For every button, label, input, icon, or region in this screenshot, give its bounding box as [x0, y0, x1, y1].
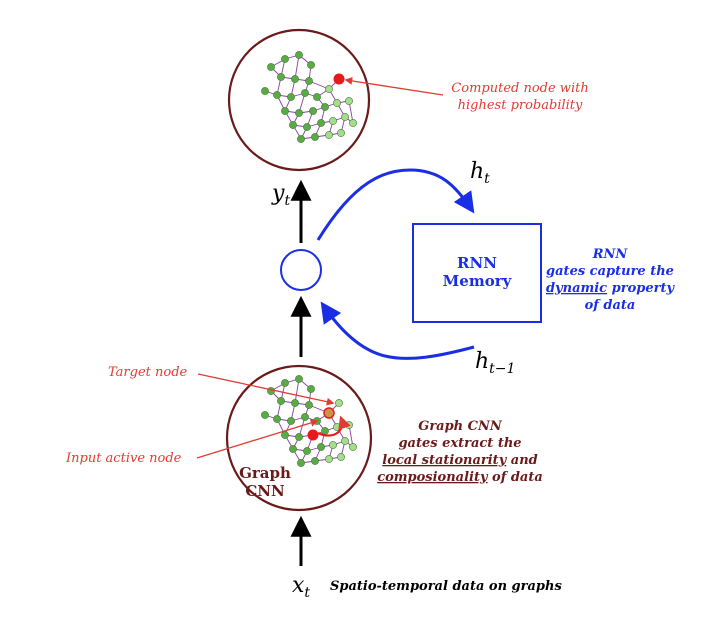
input-caption: Spatio-temporal data on graphs	[330, 579, 562, 594]
arrow-h-t-minus-1	[320, 301, 475, 360]
graph-node	[281, 55, 289, 63]
rnn-note-line3: dynamic property	[546, 281, 675, 296]
graph-node	[295, 433, 303, 441]
pointer-target-node	[197, 373, 335, 406]
cnn-note-line2: gates extract the	[398, 436, 521, 451]
label-h-t-minus-1: ht−1	[475, 349, 515, 377]
label-x-t: xt	[292, 573, 310, 601]
graph-node	[303, 447, 311, 455]
cnn-note: Graph CNN gates extract the local statio…	[377, 419, 543, 485]
graph-edge	[294, 378, 300, 404]
graph-node	[295, 375, 303, 383]
graph-node	[307, 61, 315, 69]
arrow-h-t	[316, 168, 475, 241]
graph-node	[267, 63, 275, 71]
rnn-memory-label-line2: Memory	[443, 272, 513, 290]
graph-node	[311, 457, 319, 465]
hidden-state-node	[280, 249, 322, 291]
graph-node	[301, 413, 309, 421]
graph-node	[281, 431, 289, 439]
rnn-note-line2: gates capture the	[546, 264, 674, 279]
graph-cnn-label-line2: CNN	[245, 482, 285, 500]
target-node-label: Target node	[108, 365, 188, 380]
graph-node	[273, 415, 281, 423]
graph-node	[345, 97, 353, 105]
graph-node	[287, 417, 295, 425]
input-active-node-label: Input active node	[65, 451, 182, 466]
graph-node	[295, 109, 303, 117]
pointer-computed-node	[344, 77, 444, 96]
activation-flow-arrow	[317, 415, 351, 437]
graph-node	[341, 437, 349, 445]
cnn-note-line4: composionality of data	[377, 470, 543, 485]
graph-node	[295, 51, 303, 59]
rnn-memory-box	[412, 223, 542, 323]
computed-node-line1: Computed node with	[451, 81, 588, 96]
pointer-input-active-node	[196, 419, 319, 459]
graph-edge	[294, 54, 300, 80]
graph-node	[321, 427, 329, 435]
graph-node	[297, 459, 305, 467]
graph-node	[335, 399, 343, 407]
graph-node	[261, 87, 269, 95]
graph-node	[317, 119, 325, 127]
graph-node	[313, 93, 321, 101]
graph-node	[301, 89, 309, 97]
graph-node	[307, 385, 315, 393]
graph-node	[329, 117, 337, 125]
graph-node	[305, 77, 313, 85]
graph-node	[281, 379, 289, 387]
input-graph	[261, 375, 357, 467]
graph-node	[311, 133, 319, 141]
graph-node	[273, 91, 281, 99]
graph-cnn-circle	[225, 364, 373, 512]
graph-node	[325, 455, 333, 463]
graph-node	[349, 443, 357, 451]
output-graph	[261, 51, 357, 143]
graph-node	[261, 411, 269, 419]
rnn-note-line4: of data	[585, 298, 636, 313]
label-y-t: yt	[271, 181, 290, 209]
cnn-note-line3: local stationarity and	[382, 453, 538, 468]
graph-node	[325, 131, 333, 139]
graph-node	[303, 123, 311, 131]
graph-node	[287, 93, 295, 101]
graph-node	[317, 443, 325, 451]
graph-node	[333, 99, 341, 107]
graph-node	[349, 119, 357, 127]
output-graph-circle	[227, 28, 371, 172]
target-node-highlight	[323, 407, 335, 419]
graph-node	[291, 75, 299, 83]
graph-node	[341, 113, 349, 121]
graph-node	[277, 73, 285, 81]
computed-node-line2: highest probability	[458, 98, 583, 113]
graph-node	[325, 85, 333, 93]
graph-node	[345, 421, 353, 429]
input-active-node-highlight	[307, 429, 319, 441]
graph-node	[281, 107, 289, 115]
graph-node	[305, 401, 313, 409]
graph-node	[277, 397, 285, 405]
graph-node	[297, 135, 305, 143]
graph-node	[289, 445, 297, 453]
cnn-note-line1: Graph CNN	[418, 419, 503, 434]
rnn-note: RNN gates capture the dynamic property o…	[546, 247, 675, 313]
computed-node-highlight	[333, 73, 345, 85]
graph-node	[337, 453, 345, 461]
graph-node	[321, 103, 329, 111]
graph-cnn-label-line1: Graph	[239, 464, 291, 482]
graph-node	[329, 441, 337, 449]
graph-node	[337, 129, 345, 137]
graph-node	[309, 107, 317, 115]
rnn-note-line1: RNN	[592, 247, 629, 262]
label-h-t: ht	[470, 159, 490, 187]
rnn-memory-label-line1: RNN	[457, 254, 497, 272]
graph-node	[289, 121, 297, 129]
graph-node	[291, 399, 299, 407]
